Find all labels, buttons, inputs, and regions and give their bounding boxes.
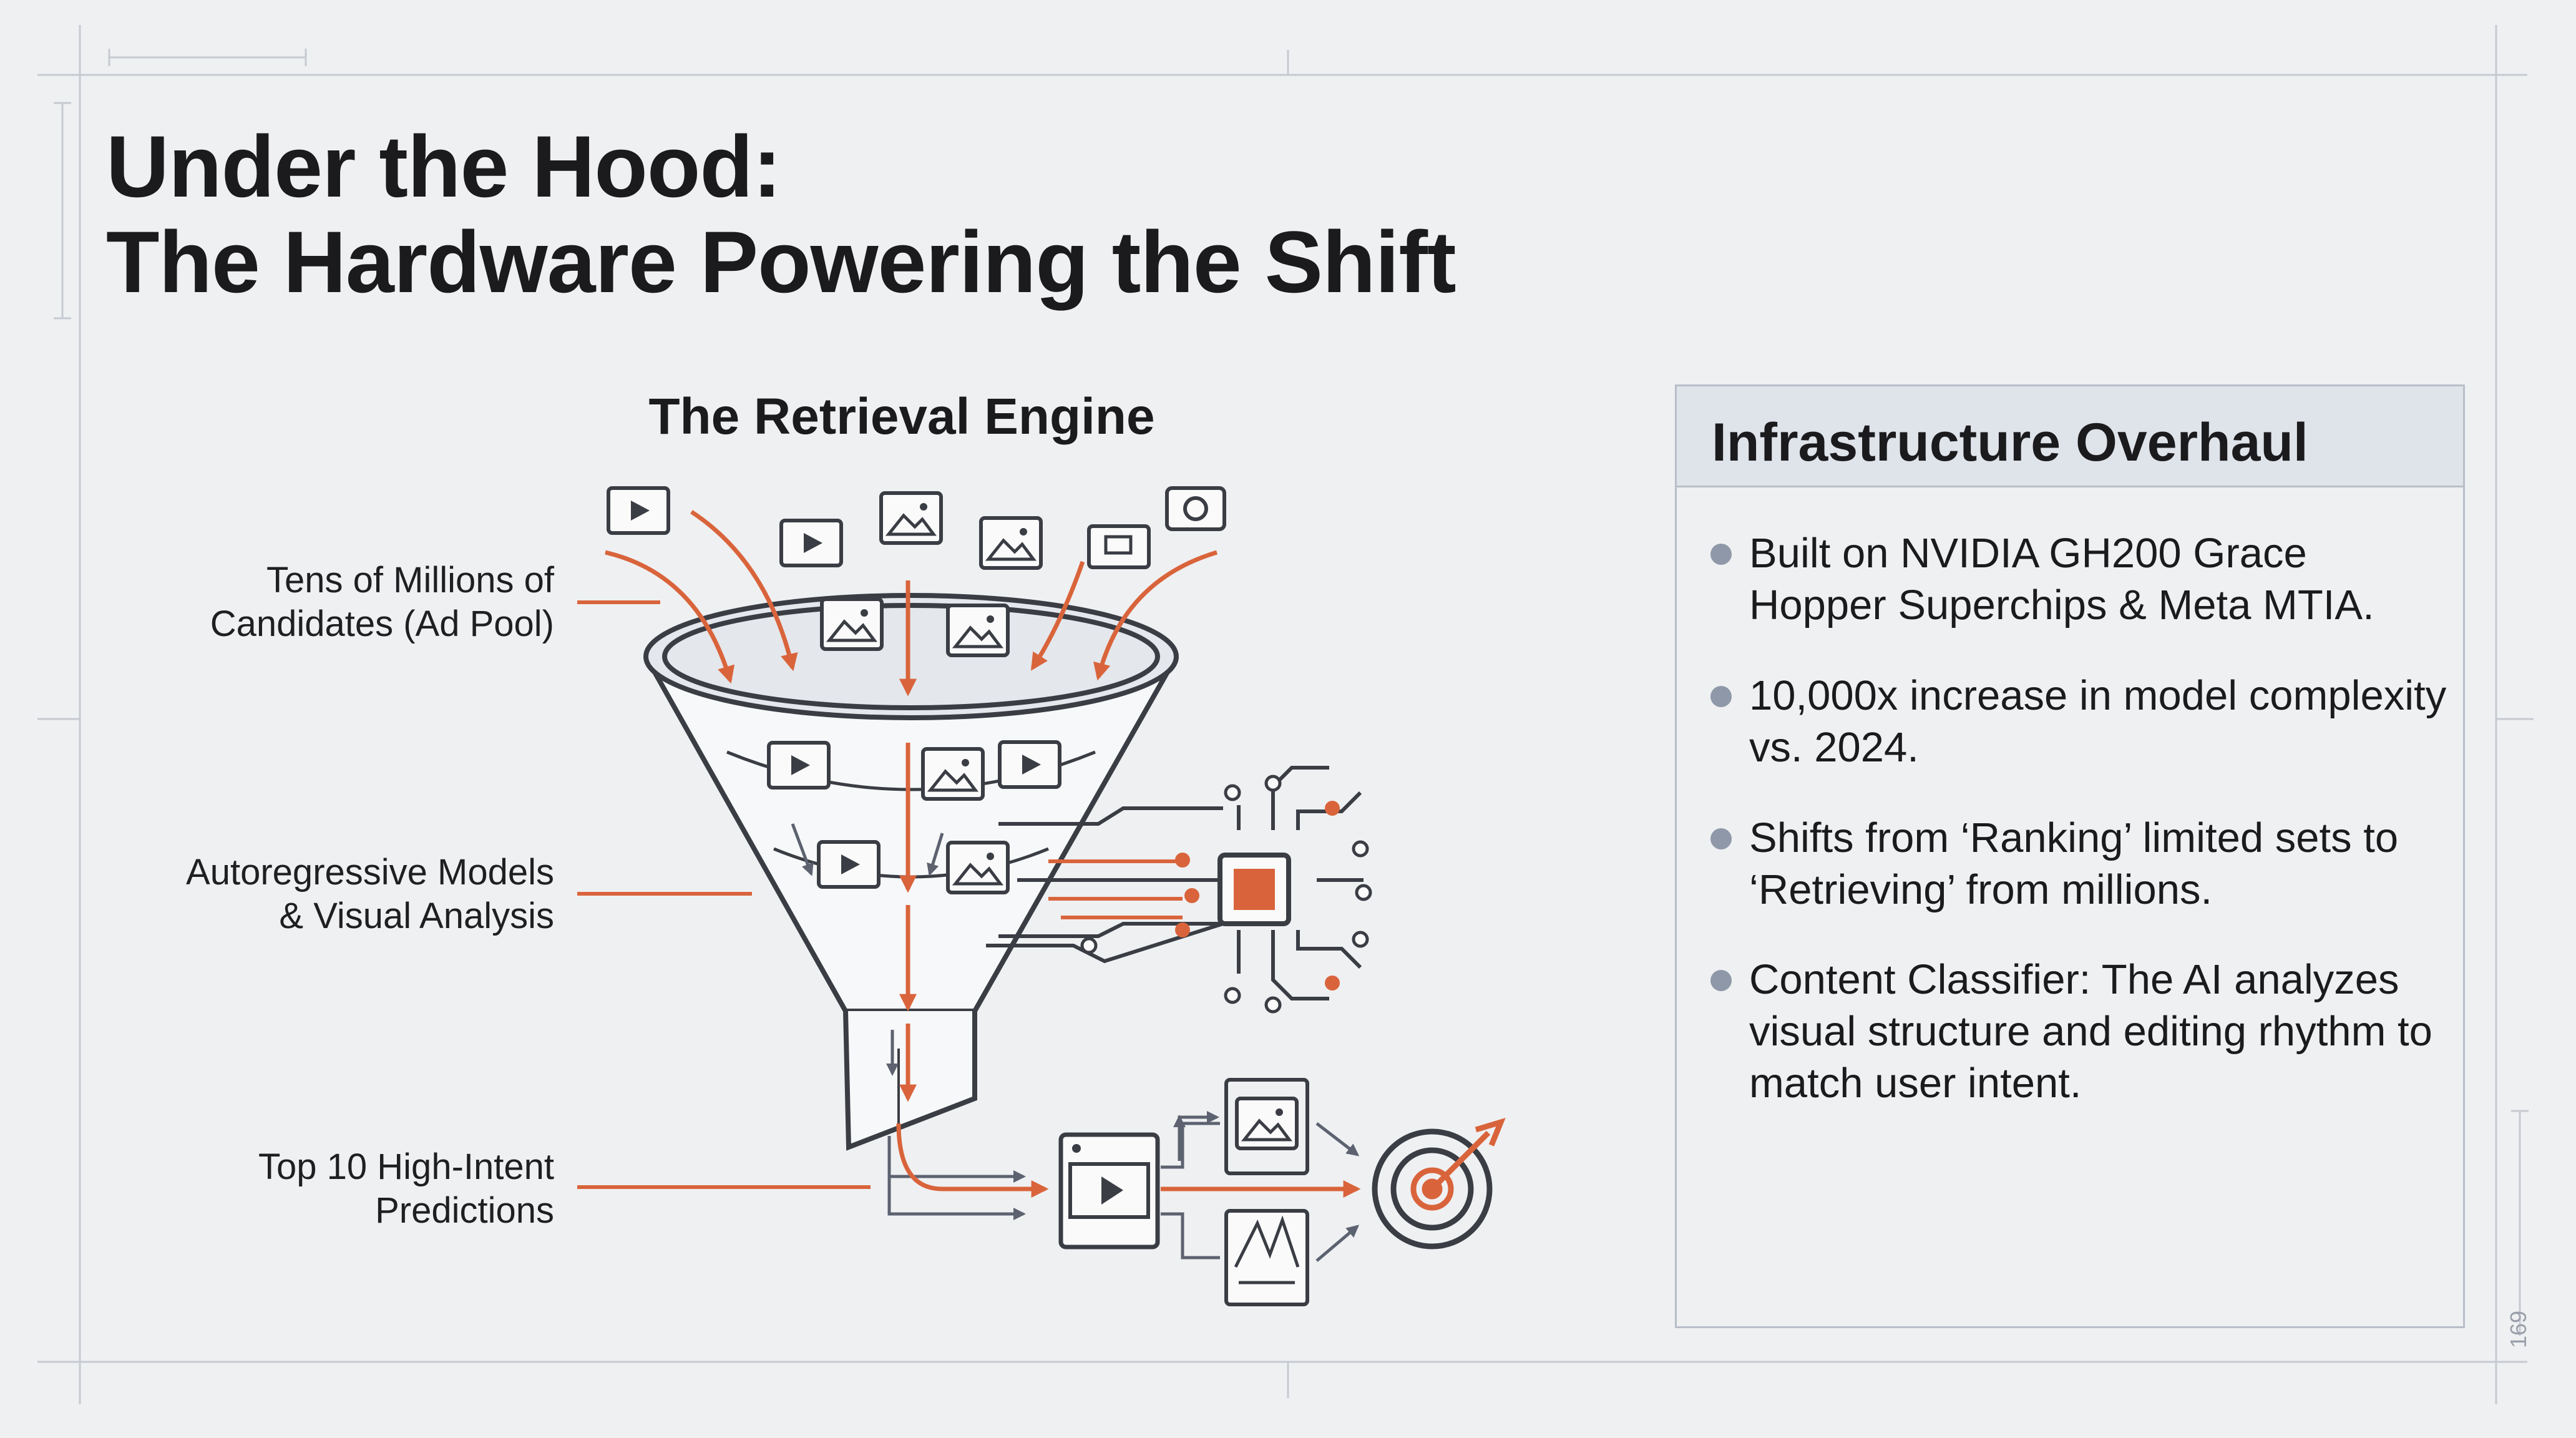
page-title-line-1: Under the Hood: (106, 117, 782, 215)
video-icon (1058, 1132, 1160, 1250)
page-number: 169 (2505, 1311, 2531, 1348)
image-icon (822, 599, 882, 649)
list-item: Built on NVIDIA GH200 Grace Hopper Super… (1710, 527, 2448, 631)
list-item-text: Content Classifier: The AI analyzes visu… (1749, 956, 2432, 1107)
bullet-icon (1710, 544, 1732, 565)
list-item-text: Built on NVIDIA GH200 Grace Hopper Super… (1749, 530, 2374, 629)
video-icon (769, 743, 829, 788)
image-icon (1237, 1098, 1297, 1148)
stage-label-candidates: Tens of Millions of Candidates (Ad Pool) (80, 559, 554, 646)
stage-label-predictions: Top 10 High-Intent Predictions (80, 1145, 554, 1233)
video-icon (608, 488, 668, 533)
list-item-text: Shifts from ‘Ranking’ limited sets to ‘R… (1749, 814, 2399, 913)
image-icon (981, 518, 1041, 568)
video-icon (819, 842, 879, 887)
bullet-icon (1710, 686, 1732, 707)
stage-label-line: Autoregressive Models (186, 852, 554, 893)
page-number-container: 169 (2505, 1311, 2531, 1348)
list-item: 10,000x increase in model complexity vs.… (1710, 670, 2448, 773)
infrastructure-panel: Infrastructure Overhaul Built on NVIDIA … (1675, 384, 2465, 1328)
video-icon (1000, 742, 1060, 787)
list-item: Content Classifier: The AI analyzes visu… (1710, 954, 2448, 1109)
target-icon (1372, 1117, 1506, 1250)
funnel-icon (643, 593, 1179, 1151)
panel-title: Infrastructure Overhaul (1712, 413, 2308, 472)
camera-icon (1165, 486, 1226, 531)
diagram-heading: The Retrieval Engine (648, 388, 1155, 445)
stage-label-line: & Visual Analysis (279, 896, 554, 936)
image-icon (948, 843, 1008, 893)
video-icon (781, 521, 841, 565)
stage-label-line: Predictions (375, 1190, 554, 1231)
image-icon (881, 493, 941, 543)
bullet-icon (1710, 970, 1732, 991)
stage-label-line: Candidates (Ad Pool) (210, 604, 554, 644)
camera-icon (1087, 524, 1151, 569)
page-title: Under the Hood: The Hardware Powering th… (106, 119, 1456, 310)
page-title-line-2: The Hardware Powering the Shift (106, 213, 1456, 311)
list-item: Shifts from ‘Ranking’ limited sets to ‘R… (1710, 812, 2448, 916)
stage-label-models: Autoregressive Models & Visual Analysis (80, 851, 554, 938)
bullet-icon (1710, 828, 1732, 849)
panel-header: Infrastructure Overhaul (1677, 386, 2463, 487)
image-icon (923, 749, 983, 799)
chip-icon (1217, 853, 1291, 926)
stage-label-line: Tens of Millions of (266, 560, 554, 600)
image-icon (948, 605, 1008, 655)
list-item-text: 10,000x increase in model complexity vs.… (1749, 672, 2447, 771)
image-icon (1224, 1209, 1309, 1306)
stage-label-line: Top 10 High-Intent (258, 1147, 554, 1187)
